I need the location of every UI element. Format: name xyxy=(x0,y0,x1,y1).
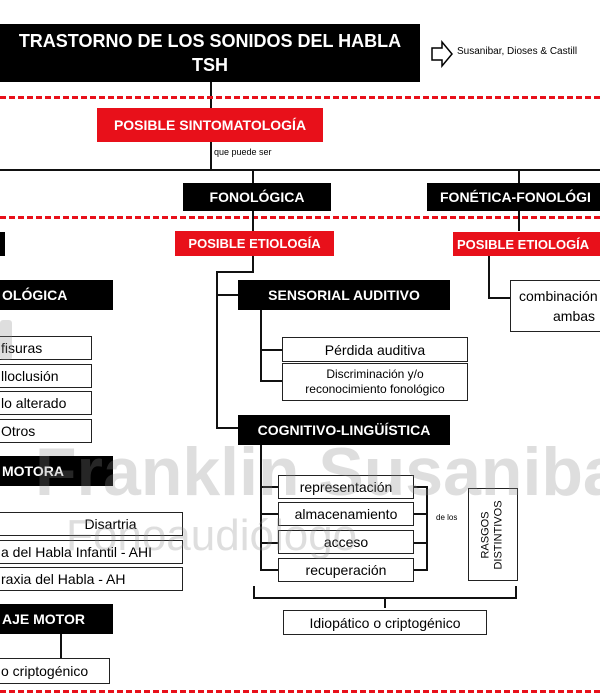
left-category-stub xyxy=(0,232,5,256)
left-item: lo alterado xyxy=(0,391,92,415)
left-heading-lenguaje-motor: AJE MOTOR xyxy=(0,604,113,634)
idiopatico-box: Idiopático o criptogénico xyxy=(283,610,487,635)
cognitivo-linguistica-box: COGNITIVO-LINGÜÍSTICA xyxy=(238,415,450,445)
de-los-label: de los xyxy=(436,513,458,522)
connector xyxy=(518,169,520,183)
main-title-box: TRASTORNO DE LOS SONIDOS DEL HABLA TSH xyxy=(0,24,420,82)
connector xyxy=(60,634,62,658)
connector xyxy=(488,297,510,299)
connector xyxy=(216,427,238,429)
source-citation: Susanibar, Dioses & Castill xyxy=(457,46,578,57)
connector xyxy=(216,271,218,428)
connector xyxy=(260,445,262,571)
left-item: Disartria xyxy=(0,512,183,536)
connector xyxy=(260,310,262,381)
left-heading-motora: MOTORA xyxy=(0,456,113,486)
combinacion-box: combinación ambas xyxy=(510,280,600,332)
connector xyxy=(216,294,238,296)
process-box: recuperación xyxy=(278,558,414,582)
connector xyxy=(260,349,282,351)
left-item: fisuras xyxy=(0,336,92,360)
connector xyxy=(252,211,254,231)
connector xyxy=(414,542,428,544)
connector xyxy=(210,142,212,170)
que-puede-ser-label: que puede ser xyxy=(214,147,272,157)
discriminacion-box: Discriminación y/o reconocimiento fonoló… xyxy=(282,363,468,401)
rasgos-distintivos-box: RASGOS DISTINTIVOS xyxy=(468,488,518,581)
etiologia-box-center: POSIBLE ETIOLOGÍA xyxy=(175,231,334,256)
connector xyxy=(414,569,428,571)
left-item: a del Habla Infantil - AHI xyxy=(0,540,183,564)
section-divider xyxy=(0,216,600,219)
sensorial-auditivo-box: SENSORIAL AUDITIVO xyxy=(238,280,450,310)
connector xyxy=(260,380,282,382)
process-box: representación xyxy=(278,475,414,499)
left-item: Otros xyxy=(0,419,92,443)
connector xyxy=(260,513,278,515)
connector xyxy=(426,486,428,571)
connector xyxy=(518,211,520,231)
connector xyxy=(414,513,428,515)
connector xyxy=(488,256,490,298)
process-box: acceso xyxy=(278,530,414,554)
left-item: o criptogénico xyxy=(0,658,110,684)
connector xyxy=(252,256,254,272)
left-heading-organica: OLÓGICA xyxy=(0,280,113,310)
fonologica-box: FONOLÓGICA xyxy=(183,183,331,211)
connector xyxy=(216,271,254,273)
process-box: almacenamiento xyxy=(278,502,414,526)
main-title-line1: TRASTORNO DE LOS SONIDOS DEL HABLA xyxy=(18,31,402,51)
left-item: lloclusión xyxy=(0,364,92,388)
connector xyxy=(260,542,278,544)
arrow-right-icon xyxy=(431,40,453,68)
connector xyxy=(260,486,278,488)
left-item: raxia del Habla - AH xyxy=(0,567,183,591)
section-divider xyxy=(0,96,600,99)
etiologia-box-right: POSIBLE ETIOLOGÍA xyxy=(453,232,600,256)
perdida-auditiva-box: Pérdida auditiva xyxy=(282,337,468,362)
connector xyxy=(252,169,254,183)
connector xyxy=(210,82,212,108)
sintomatologia-box: POSIBLE SINTOMATOLOGÍA xyxy=(97,108,323,142)
connector xyxy=(414,486,428,488)
bracket-icon xyxy=(253,586,517,608)
section-divider xyxy=(0,690,600,693)
connector xyxy=(0,169,600,171)
connector xyxy=(260,569,278,571)
main-title-line2: TSH xyxy=(192,55,228,75)
fonetica-fonologica-box: FONÉTICA-FONOLÓGI xyxy=(427,183,600,211)
